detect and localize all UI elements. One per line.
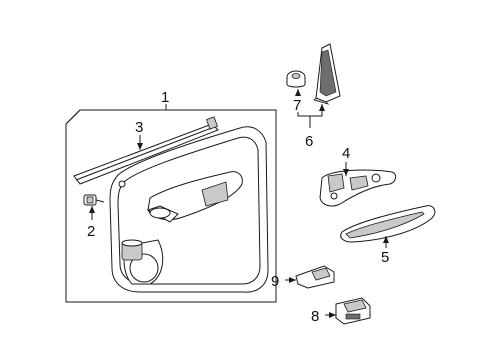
arrow-7-head [295,89,301,96]
callout-2: 2 [87,223,95,240]
armrest-cover [340,205,436,243]
callout-8: 8 [311,308,319,325]
callout-3: 3 [135,119,143,136]
callout-9: 9 [271,273,279,290]
arrow-5-head [383,236,389,243]
window-switch [335,297,371,325]
callout-7: 7 [293,97,301,114]
arrow-6-head [319,104,325,111]
switch-bezel [295,265,335,289]
part-1-frame [65,109,277,303]
callout-6: 6 [305,133,313,150]
weatherstrip [73,116,219,185]
callout-1: 1 [161,89,169,106]
leader-lines [89,89,389,318]
corner-garnish [313,43,341,105]
arrow-2-head [89,206,95,213]
arrow-8-head [329,312,336,318]
cap [286,70,306,88]
arrow-3-head [137,143,143,150]
arrow-9-head [289,277,296,283]
door-trim-panel [109,126,269,293]
screw [83,194,105,206]
callout-5: 5 [381,249,389,266]
arrow-4-head [343,169,349,176]
callout-4: 4 [342,145,350,162]
switch-bracket [319,169,397,207]
